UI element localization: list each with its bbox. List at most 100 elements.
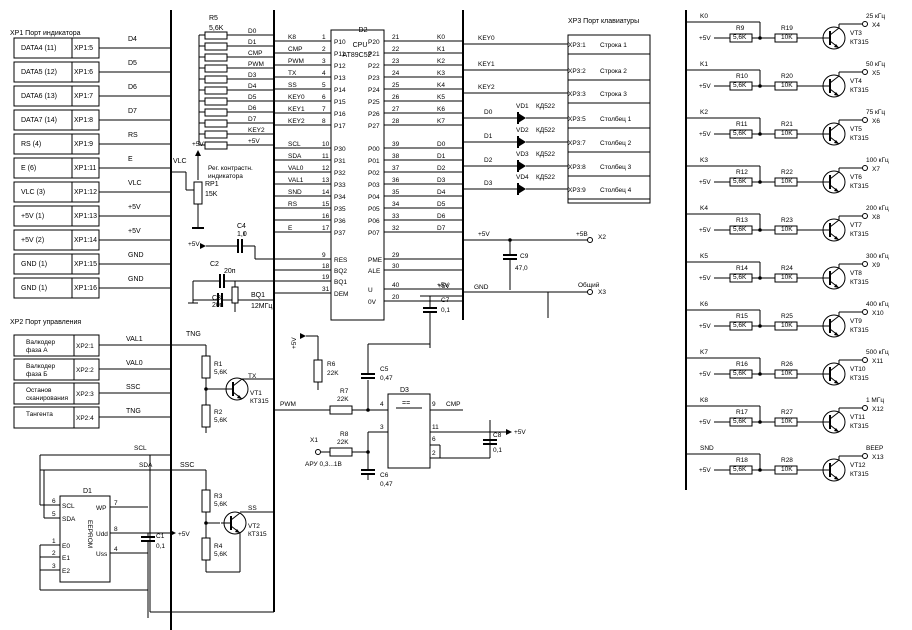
cpu-right-pin-name: U	[368, 287, 373, 294]
r2-resistor	[201, 404, 211, 428]
output-vt-name: VT3	[850, 30, 862, 37]
xp1-pin: XP1:6	[74, 69, 93, 76]
output-vt-name: VT9	[850, 318, 862, 325]
output-vt-part: КТ315	[850, 423, 869, 430]
output-vt-part: КТ315	[850, 87, 869, 94]
tng-net: TNG	[186, 331, 201, 338]
junction-dot	[758, 372, 762, 376]
cpu-left-pin-name: P11	[334, 51, 345, 58]
xp1-row-label: GND (1)	[21, 261, 47, 268]
cpu-right-net: K7	[437, 118, 445, 125]
cpu-right-net: K4	[437, 82, 445, 89]
output-transistor-icon	[820, 74, 846, 98]
cpu-right-pin-name: P23	[368, 75, 380, 82]
xp3-row-label: Столбец 1	[600, 115, 632, 123]
output-terminal-name: X9	[872, 262, 880, 269]
output-freq: 100 кГц	[866, 157, 889, 164]
cpu-right-pin-name: P00	[368, 146, 380, 153]
r5-net: D4	[248, 83, 257, 90]
junction-dot	[758, 276, 762, 280]
output-vt-part: КТ315	[850, 183, 869, 190]
cpu-right-net: D5	[437, 201, 446, 208]
x2-name: X2	[598, 234, 606, 241]
output-r2-name: R21	[781, 121, 793, 128]
xp1-net: +5V	[128, 228, 141, 235]
x2-label: +5В	[576, 231, 588, 238]
cpu-right-pin-name: PME	[368, 257, 383, 264]
cpu-left-net: TX	[288, 70, 297, 77]
cpu-left-net: KEY2	[288, 118, 305, 125]
cpu-left-net: CMP	[288, 46, 302, 53]
output-terminal-icon	[862, 261, 868, 267]
output-terminal-icon	[862, 165, 868, 171]
output-supply: +5V	[699, 371, 711, 378]
r5-net: D6	[248, 105, 257, 112]
eeprom-left-num: 6	[52, 498, 56, 505]
eeprom-left-pin: E2	[62, 568, 70, 575]
cpu-left-net: E	[288, 225, 293, 232]
xp3-pin: XP3:7	[568, 140, 586, 147]
xp3-diode-part: КД522	[536, 103, 555, 110]
output-supply: +5V	[699, 227, 711, 234]
output-r1-value: 5,6K	[733, 226, 747, 233]
output-vt-part: КТ315	[850, 135, 869, 142]
cpu-right-pin-num: 35	[392, 189, 400, 196]
output-r1-name: R11	[736, 121, 748, 128]
cpu-right-net: +5V	[437, 282, 449, 289]
output-r2-value: 10K	[781, 82, 793, 89]
vt2-transistor-icon	[221, 511, 247, 535]
x2-terminal-icon	[587, 237, 593, 243]
eeprom-part: EEPROM	[86, 520, 93, 548]
eeprom-d1-body	[59, 495, 111, 583]
xp3-pin: XP3:3	[568, 91, 586, 98]
xp1-row-label: RS (4)	[21, 141, 41, 148]
ssc-net: SSC	[180, 462, 194, 469]
cpu-right-pin-num: 27	[392, 106, 400, 113]
junction-dot	[758, 468, 762, 472]
r5-element	[204, 31, 228, 40]
eeprom-left-num: 3	[52, 563, 56, 570]
xp2-row-label: фаза А	[26, 347, 48, 354]
cpu-right-pin-num: 22	[392, 46, 400, 53]
eeprom-right-num: 4	[114, 546, 118, 553]
cpu-left-net: SND	[288, 189, 302, 196]
output-r1-name: R16	[736, 361, 748, 368]
cpu-left-pin-num: 15	[322, 201, 330, 208]
xp1-net: RS	[128, 132, 138, 139]
cpu-right-net: K6	[437, 106, 445, 113]
output-transistor-icon	[820, 266, 846, 290]
cpu-left-pin-name: P34	[334, 194, 346, 201]
output-r1-name: R9	[736, 25, 745, 32]
cpu-right-pin-name: P06	[368, 218, 380, 225]
xp3-diode-name: VD4	[516, 174, 529, 181]
r8-resistor	[329, 447, 353, 457]
output-r2-name: R26	[781, 361, 793, 368]
xp3-diode-part: КД522	[536, 127, 555, 134]
cpu-right-pin-name: 0V	[368, 299, 377, 306]
junction-dot	[758, 420, 762, 424]
vt2-name: VT2	[248, 523, 260, 530]
xp2-net: TNG	[126, 408, 141, 415]
output-supply: +5V	[699, 83, 711, 90]
supply-arrow-icon	[195, 150, 201, 156]
output-transistor-icon	[820, 218, 846, 242]
output-freq: BEEP	[866, 445, 883, 452]
pwm-net: PWM	[280, 401, 296, 408]
c4-supply: +5V	[188, 241, 200, 248]
xp3-pin: XP3:8	[568, 164, 586, 171]
xp2-pin: XP2:2	[76, 367, 94, 374]
eeprom-supply: +5V	[178, 531, 190, 538]
cpu-left-net: KEY0	[288, 94, 305, 101]
c2-name: C2	[210, 261, 219, 268]
cpu-name: D2	[359, 27, 368, 34]
cpu-left-pin-num: 31	[322, 286, 330, 293]
cpu-right-net: D1	[437, 153, 446, 160]
r5-element	[204, 53, 228, 62]
cpu-left-net: SS	[288, 82, 297, 89]
cpu-left-pin-num: 17	[322, 225, 330, 232]
output-vt-name: VT7	[850, 222, 862, 229]
output-r2-name: R25	[781, 313, 793, 320]
cpu-right-pin-name: P03	[368, 182, 380, 189]
output-r1-name: R17	[736, 409, 748, 416]
